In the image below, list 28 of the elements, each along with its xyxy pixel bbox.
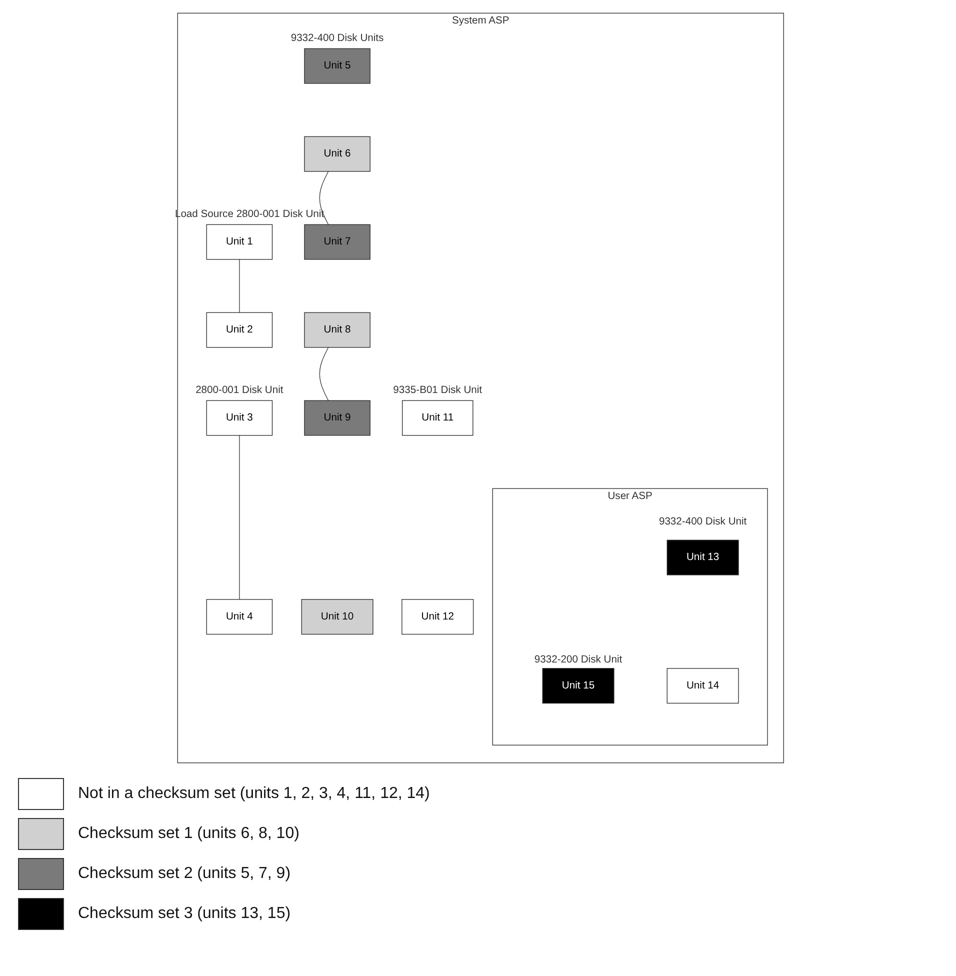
node-label: 9332-200 Disk Unit bbox=[534, 654, 622, 666]
node-box: Unit 6 bbox=[304, 136, 370, 172]
node-label: 9335-B01 Disk Unit bbox=[393, 384, 482, 396]
node-label: 9332-400 Disk Units bbox=[290, 32, 384, 44]
node-box: Unit 7 bbox=[304, 224, 370, 260]
node-box: Unit 8 bbox=[304, 312, 370, 348]
node-box: Unit 13 bbox=[666, 540, 739, 576]
legend-text: Not in a checksum set (units 1, 2, 3, 4, 11, 12, 14) bbox=[78, 785, 430, 803]
node-box: Unit 12 bbox=[402, 599, 474, 635]
node-box: Unit 14 bbox=[666, 668, 739, 704]
legend-text: Checksum set 2 (units 5, 7, 9) bbox=[78, 865, 291, 883]
connector bbox=[319, 347, 329, 401]
node-box: Unit 1 bbox=[206, 224, 273, 260]
connector bbox=[239, 435, 240, 600]
node-box: Unit 3 bbox=[206, 400, 273, 436]
node-box: Unit 11 bbox=[402, 400, 474, 436]
node-box: Unit 15 bbox=[542, 668, 614, 704]
legend-text: Checksum set 3 (units 13, 15) bbox=[78, 905, 291, 923]
node-label: 9332-400 Disk Unit bbox=[658, 516, 747, 528]
node-box: Unit 10 bbox=[301, 599, 374, 635]
connector bbox=[319, 171, 329, 225]
node-label: 2800-001 Disk Unit bbox=[196, 384, 284, 396]
node-box: Unit 2 bbox=[206, 312, 273, 348]
node-box: Unit 5 bbox=[304, 48, 370, 84]
node-box: Unit 4 bbox=[206, 599, 273, 635]
legend-text: Checksum set 1 (units 6, 8, 10) bbox=[78, 825, 300, 843]
connector bbox=[239, 259, 240, 313]
node-box: Unit 9 bbox=[304, 400, 370, 436]
